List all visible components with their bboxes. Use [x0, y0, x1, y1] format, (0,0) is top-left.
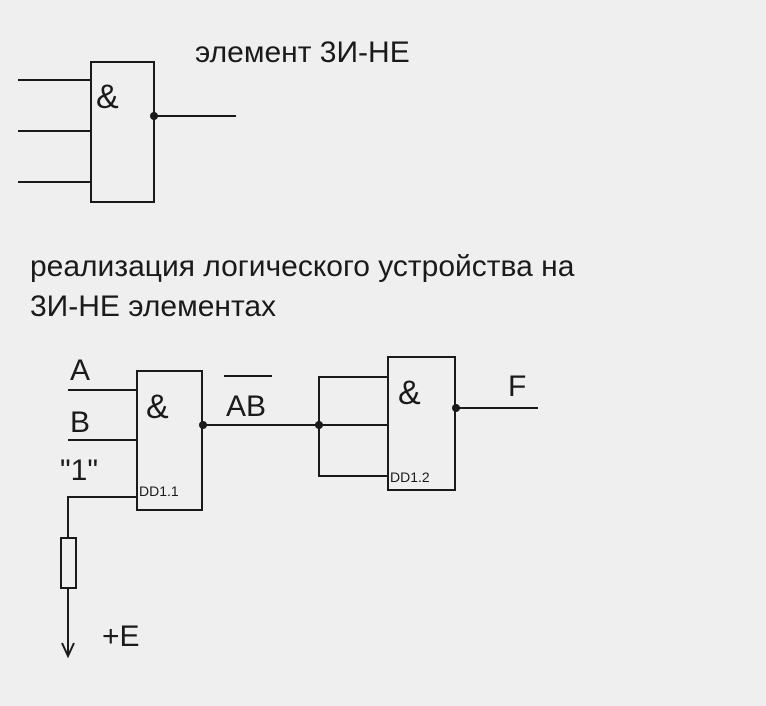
gate-dd1-1-body [136, 370, 203, 511]
gate-dd1-2: & DD1.2 [387, 356, 538, 491]
gate-dd1-2-symbol: & [398, 374, 421, 412]
signal-ab: AB [226, 390, 266, 423]
signal-b: B [70, 406, 90, 439]
pull-up-wire [67, 496, 137, 538]
gate-dd1-2-inversion-dot [452, 404, 460, 412]
nand-gate-example: & [18, 61, 236, 203]
gate-dd1-1-symbol: & [146, 388, 169, 426]
supply-arrow-icon [61, 642, 75, 659]
interconnect [203, 376, 388, 477]
signal-f: F [508, 370, 526, 403]
gate-dd1-2-body [387, 356, 456, 491]
gate-body [90, 61, 155, 203]
signal-a: A [70, 354, 90, 387]
gate-dd1-1: & DD1.1 [68, 370, 207, 511]
resistor [60, 537, 77, 589]
wire-bus-to-dd1-2 [318, 376, 388, 477]
gate-dd1-1-label: DD1.1 [139, 483, 179, 499]
junction-dot [315, 421, 323, 429]
signal-supply: +E [102, 620, 140, 653]
signal-one: "1" [60, 454, 98, 487]
heading-gate: элемент 3И-НЕ [195, 36, 410, 69]
gate-symbol: & [96, 78, 119, 116]
gate-dd1-2-label: DD1.2 [390, 469, 430, 485]
pull-up-circuit [60, 496, 137, 659]
heading-device-line1: реализация логического устройства на [30, 250, 575, 283]
heading-device-line2: 3И-НЕ элементах [30, 290, 276, 323]
inversion-dot [150, 112, 158, 120]
